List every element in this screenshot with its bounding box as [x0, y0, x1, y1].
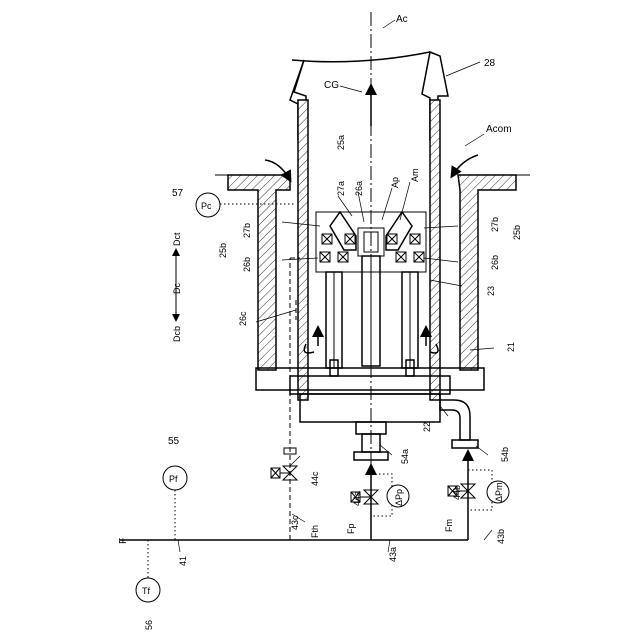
- label-44b: 44b: [452, 485, 462, 500]
- label-pf: Pf: [169, 474, 178, 484]
- label-25b-right: 25b: [512, 225, 522, 240]
- cg-leader: [340, 86, 362, 92]
- label-fm: Fm: [444, 519, 454, 532]
- label-26b-left: 26b: [242, 257, 252, 272]
- label-dc: Dc: [172, 283, 182, 294]
- label-dct: Dct: [172, 232, 182, 246]
- label-28: 28: [484, 58, 496, 69]
- label-25b-left: 25b: [218, 243, 228, 258]
- label-57: 57: [172, 188, 184, 199]
- label-dpp: ΔPp: [394, 489, 404, 506]
- axis-leader: [383, 20, 395, 28]
- label-fp: Fp: [346, 523, 356, 534]
- label-27b-left: 27b: [242, 223, 252, 238]
- swirler-symbols: [320, 234, 424, 262]
- transition-duct: [290, 52, 480, 140]
- inflow-arrow-right: [452, 155, 478, 176]
- label-ap: Ap: [390, 177, 400, 188]
- label-tf: Tf: [142, 586, 150, 596]
- label-f: F: [118, 538, 129, 544]
- label-54a: 54a: [400, 449, 410, 464]
- valve-44c: [271, 448, 297, 480]
- label-27b-right: 27b: [490, 217, 500, 232]
- label-acom: Acom: [486, 124, 512, 135]
- label-am: Am: [410, 169, 420, 183]
- label-21: 21: [506, 342, 516, 352]
- label-54b: 54b: [500, 447, 510, 462]
- label-pc: Pc: [201, 201, 212, 211]
- label-43b: 43b: [496, 529, 506, 544]
- label-26b-right: 26b: [490, 255, 500, 270]
- label-41: 41: [178, 556, 188, 566]
- label-dcb: Dcb: [172, 326, 182, 342]
- label-fth: Fth: [310, 525, 320, 538]
- nozzle-base: [290, 376, 478, 460]
- label-cg: CG: [324, 80, 339, 91]
- label-55: 55: [168, 436, 180, 447]
- label-44c: 44c: [310, 471, 320, 486]
- outer-casing: [215, 175, 530, 390]
- label-26c: 26c: [238, 311, 248, 326]
- label-43a: 43a: [388, 547, 398, 562]
- label-22: 22: [422, 422, 432, 432]
- label-43c: 43c: [290, 515, 300, 530]
- fuel-piping: [120, 258, 468, 540]
- label-dpm: ΔPm: [494, 482, 504, 502]
- acom-leader: [465, 134, 484, 146]
- label-27a: 27a: [336, 181, 346, 196]
- label-56: 56: [144, 620, 154, 630]
- label-26a: 26a: [354, 181, 364, 196]
- label-23: 23: [486, 286, 496, 296]
- label-ac: Ac: [396, 14, 408, 25]
- label-25a: 25a: [336, 135, 346, 150]
- label-44a: 44a: [352, 491, 362, 506]
